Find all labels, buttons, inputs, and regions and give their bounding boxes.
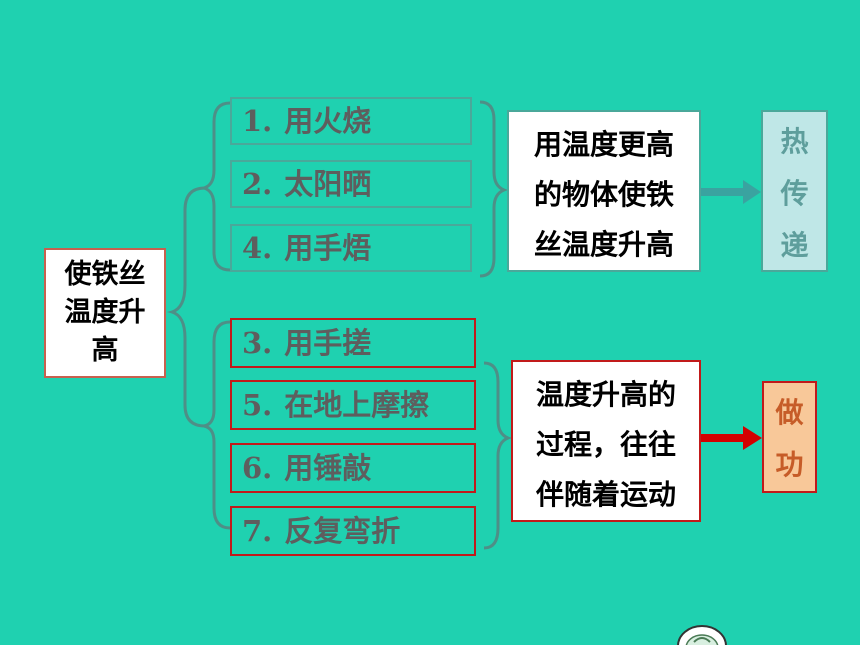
item-number: 7.	[242, 513, 273, 548]
heat-item-3: 4. 用手焐	[230, 224, 472, 272]
heat-transfer-result: 热 传 递	[761, 110, 828, 272]
heat-item-1: 1. 用火烧	[230, 97, 472, 145]
item-number: 4.	[242, 230, 273, 265]
heat-description-box: 用温度更高 的物体使铁 丝温度升高	[507, 110, 701, 272]
logo-icon	[677, 625, 727, 645]
item-number: 6.	[242, 450, 273, 485]
result-char: 传	[780, 177, 809, 210]
result-char: 做	[775, 396, 804, 429]
root-box: 使铁丝温度升高	[44, 248, 166, 378]
heat-description-line: 丝温度升高	[533, 228, 674, 261]
work-right-brace	[483, 361, 513, 550]
item-number: 5.	[242, 387, 273, 422]
heat-arrow	[701, 180, 761, 204]
main-brace	[166, 186, 206, 428]
item-text: 用手焐	[284, 230, 372, 265]
item-number: 2.	[242, 166, 273, 201]
item-text: 用手搓	[284, 325, 372, 360]
root-label: 使铁丝温度升高	[64, 259, 146, 366]
result-char: 热	[780, 125, 809, 158]
heat-left-brace	[198, 101, 231, 272]
item-number: 1.	[242, 103, 273, 138]
work-left-brace	[203, 320, 231, 530]
item-text: 反复弯折	[284, 513, 401, 548]
heat-right-brace	[479, 100, 509, 278]
work-description-box: 温度升高的 过程，往往 伴随着运动	[511, 360, 701, 522]
work-item-4: 7. 反复弯折	[230, 506, 476, 556]
item-text: 用锤敲	[284, 450, 372, 485]
result-char: 递	[780, 229, 809, 262]
work-arrow	[701, 426, 762, 450]
work-result: 做 功	[762, 381, 817, 493]
heat-description-line: 用温度更高	[533, 128, 674, 161]
item-text: 太阳晒	[284, 166, 372, 201]
work-item-2: 5. 在地上摩擦	[230, 380, 476, 430]
work-description-line: 过程，往往	[535, 428, 676, 461]
work-item-3: 6. 用锤敲	[230, 443, 476, 493]
heat-item-2: 2. 太阳晒	[230, 160, 472, 208]
work-description-line: 伴随着运动	[535, 478, 676, 511]
item-text: 在地上摩擦	[284, 387, 430, 422]
item-text: 用火烧	[284, 103, 372, 138]
work-description-line: 温度升高的	[535, 378, 676, 411]
work-item-1: 3. 用手搓	[230, 318, 476, 368]
heat-description-line: 的物体使铁	[533, 178, 674, 211]
item-number: 3.	[242, 325, 273, 360]
result-char: 功	[775, 448, 804, 481]
